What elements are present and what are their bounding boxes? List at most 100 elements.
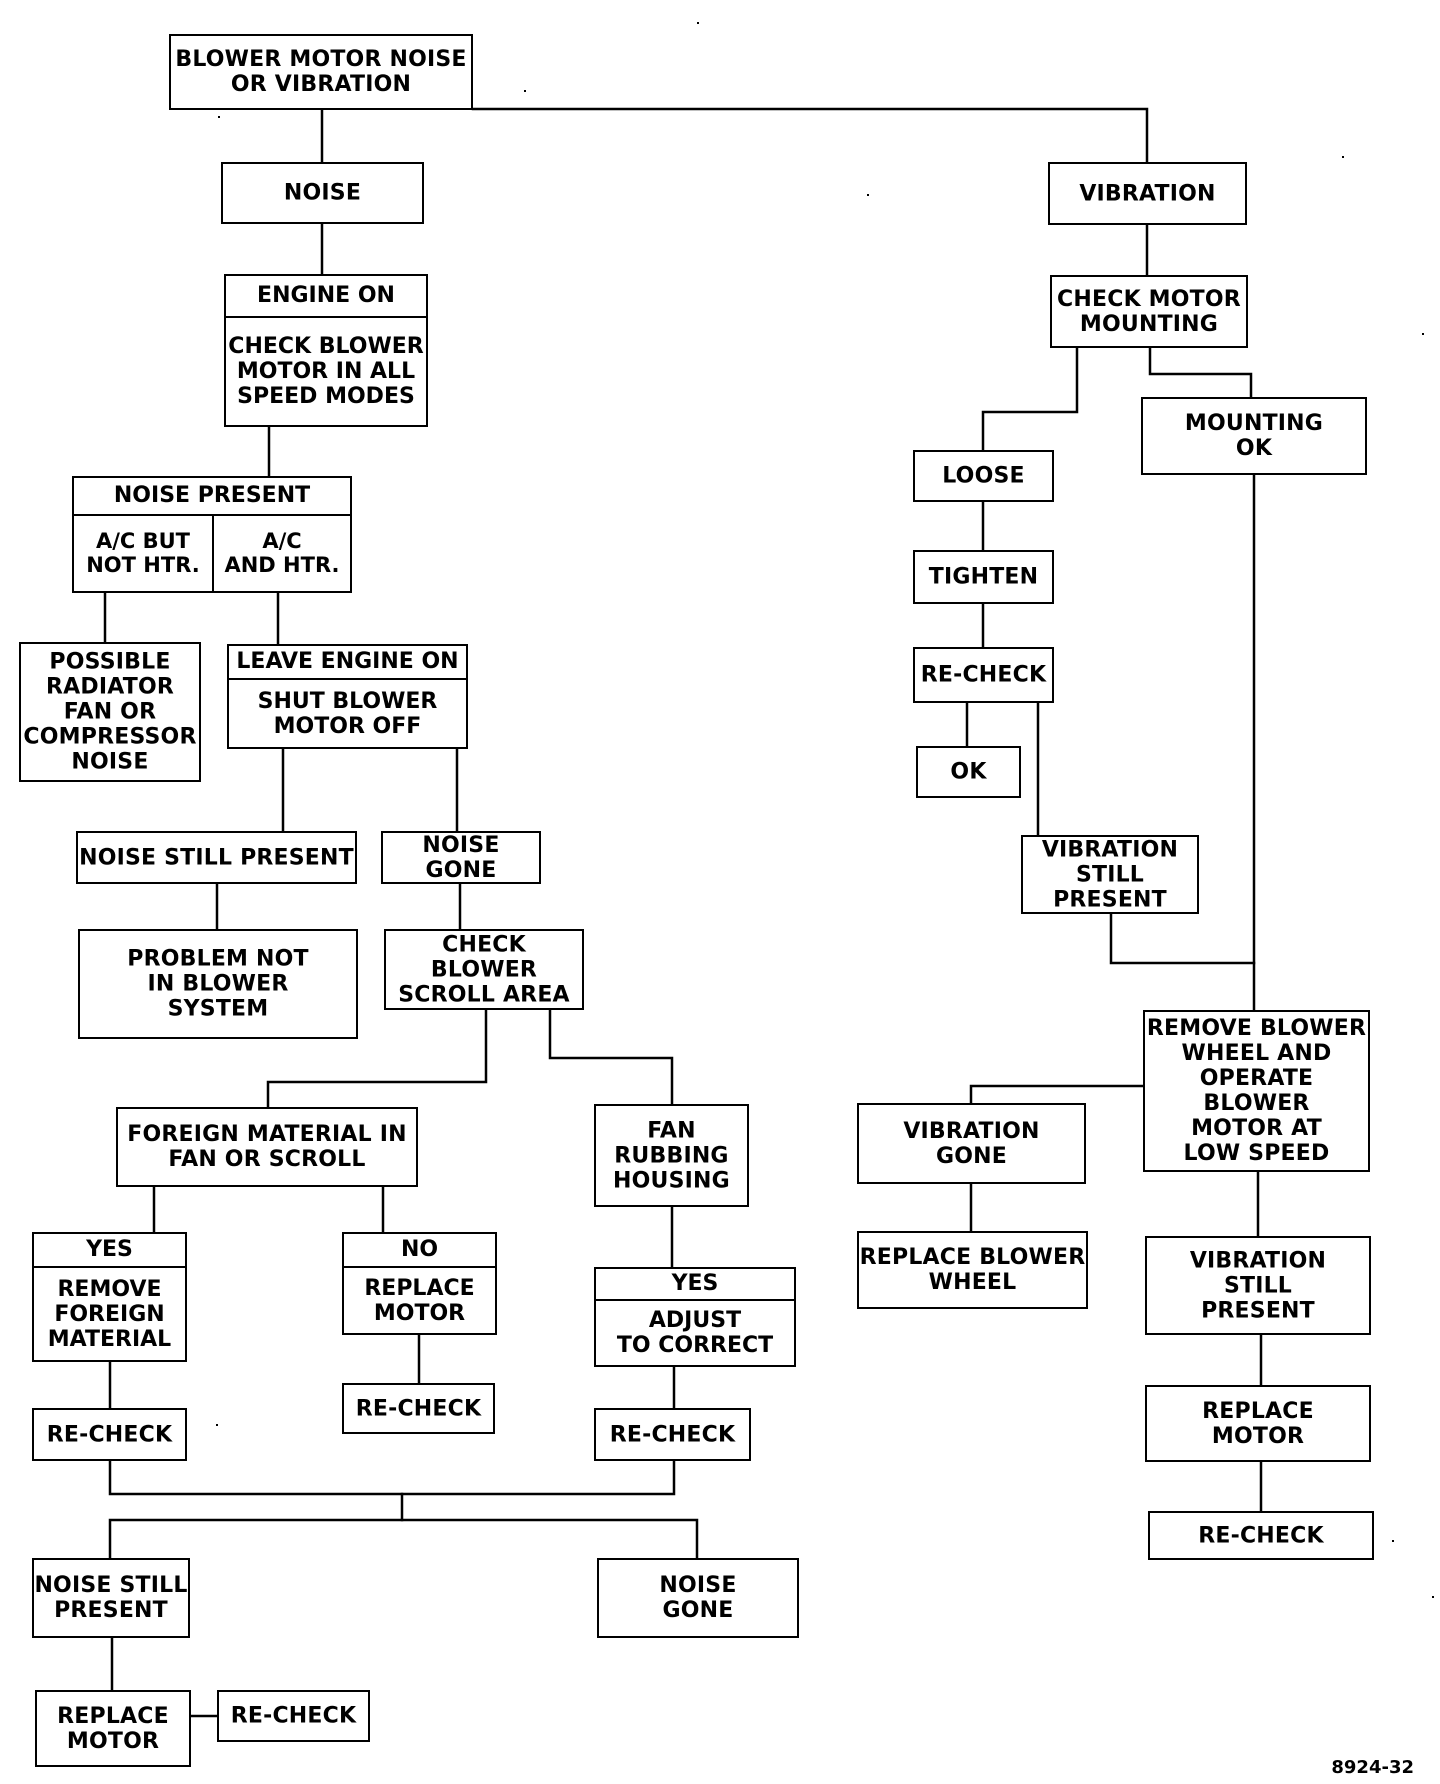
recheck-c-box: RE-CHECK xyxy=(594,1408,751,1461)
fan-rubbing-box: FAN RUBBING HOUSING xyxy=(594,1104,749,1207)
scan-speck xyxy=(1392,1540,1394,1542)
engine-on-header: ENGINE ON xyxy=(226,276,426,318)
recheck-final-label: RE-CHECK xyxy=(230,1703,357,1729)
connector-vibstill-remove xyxy=(1109,911,1256,965)
connector-merge xyxy=(108,1458,676,1496)
foreign-material-box: FOREIGN MATERIAL IN FAN OR SCROLL xyxy=(116,1107,418,1187)
yes-adjust-body: ADJUST TO CORRECT xyxy=(616,1308,774,1358)
ok-box: OK xyxy=(916,746,1021,798)
vibration-recheck-final-label: RE-CHECK xyxy=(1198,1523,1324,1548)
yes-remove-box: YES REMOVE FOREIGN MATERIAL xyxy=(32,1232,187,1362)
connector-check-mounting xyxy=(1148,345,1253,399)
yes-remove-header: YES xyxy=(34,1234,185,1268)
noise-gone-2-label: NOISE GONE xyxy=(659,1573,737,1623)
remove-blower-wheel-label: REMOVE BLOWER WHEEL AND OPERATE BLOWER M… xyxy=(1146,1016,1367,1166)
replace-motor-final-box: REPLACE MOTOR xyxy=(35,1690,191,1767)
no-replace-body: REPLACE MOTOR xyxy=(364,1275,475,1326)
title-label: BLOWER MOTOR NOISE OR VIBRATION xyxy=(175,47,467,97)
title-box: BLOWER MOTOR NOISE OR VIBRATION xyxy=(169,34,473,110)
leave-engine-on-body: SHUT BLOWER MOTOR OFF xyxy=(257,688,438,739)
noise-still-present-box: NOISE STILL PRESENT xyxy=(76,831,357,884)
check-motor-mounting-label: CHECK MOTOR MOUNTING xyxy=(1057,286,1241,337)
vibration-recheck-final-box: RE-CHECK xyxy=(1148,1511,1374,1560)
replace-blower-wheel-box: REPLACE BLOWER WHEEL xyxy=(857,1231,1088,1309)
noise-still-present-label: NOISE STILL PRESENT xyxy=(79,845,354,870)
vibration-label: VIBRATION xyxy=(1079,181,1216,206)
recheck-final-box: RE-CHECK xyxy=(217,1690,370,1742)
scan-speck xyxy=(218,116,220,118)
noise-present-box: NOISE PRESENT A/C BUT NOT HTR. A/C AND H… xyxy=(72,476,352,593)
yes-adjust-box: YES ADJUST TO CORRECT xyxy=(594,1267,796,1367)
connector-scroll-foreign xyxy=(266,1007,488,1109)
vibration-gone-box: VIBRATION GONE xyxy=(857,1103,1086,1184)
problem-not-in-blower-label: PROBLEM NOT IN BLOWER SYSTEM xyxy=(127,946,309,1022)
noise-box: NOISE xyxy=(221,162,424,224)
connector-merge-gone xyxy=(400,1518,699,1560)
check-motor-mounting-box: CHECK MOTOR MOUNTING xyxy=(1050,275,1248,348)
no-replace-header: NO xyxy=(344,1234,495,1268)
replace-motor-label: REPLACE MOTOR xyxy=(1202,1398,1314,1449)
figure-code: 8924-32 xyxy=(1331,1757,1414,1778)
leave-engine-on-header: LEAVE ENGINE ON xyxy=(229,646,466,680)
scan-speck xyxy=(697,22,699,24)
vibration-still-present-2-box: VIBRATION STILL PRESENT xyxy=(1145,1236,1371,1335)
mounting-ok-box: MOUNTING OK xyxy=(1141,397,1367,475)
noise-present-header: NOISE PRESENT xyxy=(74,478,350,516)
remove-blower-wheel-box: REMOVE BLOWER WHEEL AND OPERATE BLOWER M… xyxy=(1143,1010,1370,1172)
replace-motor-box: REPLACE MOTOR xyxy=(1145,1385,1371,1462)
scan-speck xyxy=(216,1424,218,1426)
loose-label: LOOSE xyxy=(942,463,1025,489)
connector-merge-split xyxy=(108,1492,404,1560)
replace-blower-wheel-label: REPLACE BLOWER WHEEL xyxy=(859,1245,1086,1295)
replace-motor-final-label: REPLACE MOTOR xyxy=(57,1703,169,1754)
vibration-gone-label: VIBRATION GONE xyxy=(903,1118,1040,1169)
recheck-b-label: RE-CHECK xyxy=(355,1396,482,1421)
check-blower-scroll-box: CHECK BLOWER SCROLL AREA xyxy=(384,929,584,1010)
recheck-a-label: RE-CHECK xyxy=(46,1422,173,1447)
vibration-still-present-label: VIBRATION STILL PRESENT xyxy=(1041,837,1179,912)
connector-remove-vibgone xyxy=(969,1084,1147,1105)
vibration-still-present-2-label: VIBRATION STILL PRESENT xyxy=(1189,1248,1327,1323)
yes-adjust-header: YES xyxy=(596,1269,794,1301)
fan-rubbing-label: FAN RUBBING HOUSING xyxy=(613,1118,730,1193)
yes-remove-body: REMOVE FOREIGN MATERIAL xyxy=(47,1276,172,1352)
scan-speck xyxy=(524,90,526,92)
noise-gone-box: NOISE GONE xyxy=(381,831,541,884)
recheck-a-box: RE-CHECK xyxy=(32,1408,187,1461)
scan-speck xyxy=(867,194,869,196)
connector-title-vibration xyxy=(471,107,1149,164)
recheck-c-label: RE-CHECK xyxy=(609,1422,736,1447)
ac-but-not-htr-label: A/C BUT NOT HTR. xyxy=(74,514,214,591)
noise-gone-label: NOISE GONE xyxy=(422,832,500,883)
noise-label: NOISE xyxy=(283,180,362,206)
ok-label: OK xyxy=(950,759,987,785)
tighten-box: TIGHTEN xyxy=(913,550,1054,604)
connector-check-loose xyxy=(981,345,1079,452)
engine-on-box: ENGINE ON CHECK BLOWER MOTOR IN ALL SPEE… xyxy=(224,274,428,427)
scan-speck xyxy=(1432,1596,1434,1598)
possible-radiator-label: POSSIBLE RADIATOR FAN OR COMPRESSOR NOIS… xyxy=(23,649,197,775)
vibration-recheck-label: RE-CHECK xyxy=(920,662,1047,688)
check-blower-scroll-label: CHECK BLOWER SCROLL AREA xyxy=(398,932,570,1007)
loose-box: LOOSE xyxy=(913,450,1054,502)
noise-still-present-2-box: NOISE STILL PRESENT xyxy=(32,1558,190,1638)
recheck-b-box: RE-CHECK xyxy=(342,1383,495,1434)
scan-speck xyxy=(1342,156,1344,158)
mounting-ok-label: MOUNTING OK xyxy=(1184,411,1324,461)
connector-scroll-rubbing xyxy=(548,1007,674,1106)
noise-gone-2-box: NOISE GONE xyxy=(597,1558,799,1638)
vibration-still-present-box: VIBRATION STILL PRESENT xyxy=(1021,835,1199,914)
noise-still-present-2-label: NOISE STILL PRESENT xyxy=(34,1573,188,1623)
ac-and-htr-label: A/C AND HTR. xyxy=(224,528,340,577)
engine-on-body: CHECK BLOWER MOTOR IN ALL SPEED MODES xyxy=(228,334,424,409)
tighten-label: TIGHTEN xyxy=(928,564,1039,590)
no-replace-box: NO REPLACE MOTOR xyxy=(342,1232,497,1335)
possible-radiator-box: POSSIBLE RADIATOR FAN OR COMPRESSOR NOIS… xyxy=(19,642,201,782)
problem-not-in-blower-box: PROBLEM NOT IN BLOWER SYSTEM xyxy=(78,929,358,1039)
vibration-box: VIBRATION xyxy=(1048,162,1247,225)
leave-engine-on-box: LEAVE ENGINE ON SHUT BLOWER MOTOR OFF xyxy=(227,644,468,749)
scan-speck xyxy=(1422,333,1424,335)
vibration-recheck-box: RE-CHECK xyxy=(913,647,1054,703)
foreign-material-label: FOREIGN MATERIAL IN FAN OR SCROLL xyxy=(127,1122,407,1172)
